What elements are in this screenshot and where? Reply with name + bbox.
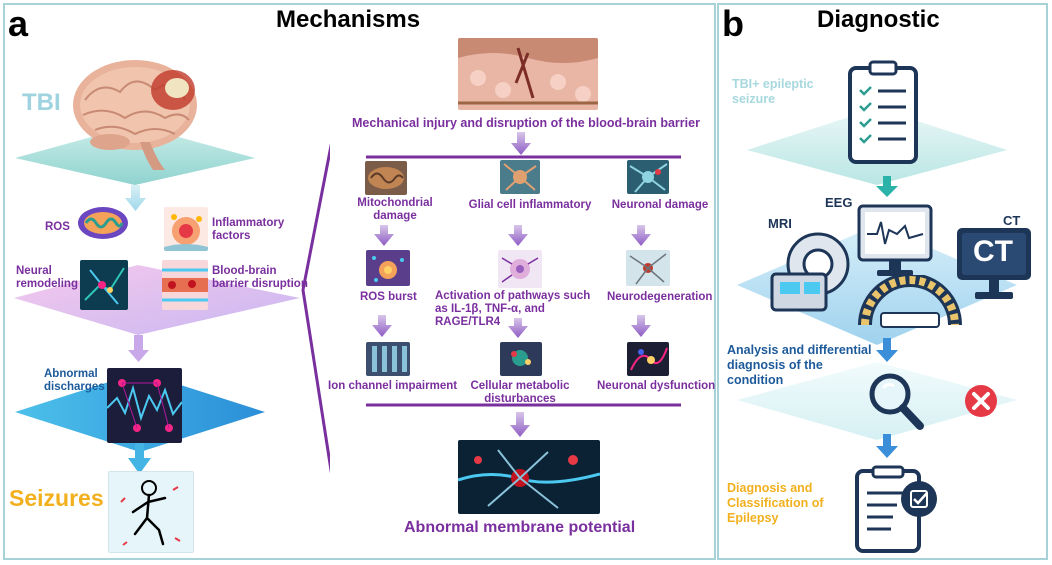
mri-scanner-icon bbox=[768, 230, 854, 320]
arrow-diag-2 bbox=[876, 338, 898, 362]
seizures-label: Seizures bbox=[9, 485, 104, 511]
clipboard-icon bbox=[848, 60, 918, 164]
arrow-c3-2 bbox=[631, 315, 651, 337]
col1-stage3-label: Ion channel impairment bbox=[328, 380, 458, 392]
col2-stage1-label: Glial cell inflammatory bbox=[468, 199, 592, 211]
col2-stage2-label: Activation of pathways such as IL-1β, TN… bbox=[435, 290, 591, 328]
arrow-membrane bbox=[510, 412, 530, 437]
mri-label: MRI bbox=[768, 216, 792, 231]
arrow-diag-1 bbox=[876, 176, 898, 197]
neural-remodeling-label: Neural remodeling bbox=[16, 265, 78, 290]
tbi-rhombus bbox=[15, 125, 255, 185]
arrow-c3-1 bbox=[631, 225, 651, 246]
col3-stage3-label: Neuronal dysfunction bbox=[597, 380, 716, 392]
panel-b-letter: b bbox=[722, 3, 744, 44]
ros-label: ROS bbox=[45, 221, 70, 233]
ct-monitor-icon bbox=[955, 226, 1033, 304]
arrow-c1-1 bbox=[374, 225, 394, 246]
membrane-potential-image bbox=[458, 440, 600, 514]
arrow-diag-3 bbox=[876, 434, 898, 458]
metabolic-disturbance-image bbox=[500, 342, 542, 376]
error-x-icon bbox=[964, 384, 998, 418]
col1-stage1-label: Mitochondrial damage bbox=[357, 197, 433, 222]
inflammatory-factors-label: Inflammatory factors bbox=[212, 217, 285, 242]
abnormal-discharges-image bbox=[107, 368, 182, 443]
diagnosis-report-icon bbox=[853, 465, 943, 555]
glial-cell-image bbox=[500, 160, 540, 194]
arrow-down-1 bbox=[125, 185, 146, 211]
arrow-down-3 bbox=[128, 440, 151, 474]
abnormal-discharges-label: Abnormal discharges bbox=[44, 368, 105, 393]
neurodegeneration-image bbox=[626, 250, 670, 286]
diagnosis-label: Diagnosis and Classification of Epilepsy bbox=[727, 481, 824, 525]
arrow-c2-2 bbox=[508, 318, 528, 338]
mechanical-injury-image bbox=[458, 38, 598, 110]
ct-screen-text: CT bbox=[973, 235, 1013, 268]
col2-stage3-label: Cellular metabolic disturbances bbox=[470, 380, 570, 405]
panel-a-title: Mechanisms bbox=[276, 6, 421, 33]
neural-remodeling-image bbox=[80, 260, 128, 310]
ros-mitochondria-image bbox=[76, 203, 130, 243]
inflammatory-factors-image bbox=[164, 207, 208, 251]
arrow-c1-2 bbox=[372, 315, 392, 337]
mechanical-injury-label: Mechanical injury and disruption of the … bbox=[352, 116, 700, 130]
ct-gantry-icon bbox=[855, 273, 965, 335]
mitochondria-damage-image bbox=[365, 161, 407, 195]
eeg-monitor-icon bbox=[857, 204, 933, 280]
tbi-label: TBI bbox=[22, 89, 61, 116]
membrane-potential-label: Abnormal membrane potential bbox=[404, 519, 636, 536]
ros-burst-image bbox=[366, 250, 410, 286]
magnifier-icon bbox=[866, 370, 924, 430]
neuronal-dysfunction-image bbox=[627, 342, 669, 376]
col3-stage2-label: Neurodegeneration bbox=[607, 291, 713, 303]
neuronal-damage-image bbox=[627, 160, 669, 194]
panel-a-frame bbox=[3, 3, 716, 560]
pathway-activation-image bbox=[498, 250, 542, 288]
analysis-label: Analysis and differential diagnosis of t… bbox=[727, 343, 872, 387]
eeg-label: EEG bbox=[825, 195, 853, 210]
panel-b-title: Diagnostic bbox=[817, 6, 940, 33]
tbi-seizure-label: TBI+ epileptic seizure bbox=[732, 77, 814, 106]
arrow-down-2 bbox=[128, 335, 149, 362]
arrow-c2-1 bbox=[508, 225, 528, 246]
arrow-mech bbox=[511, 132, 531, 155]
col3-stage1-label: Neuronal damage bbox=[611, 199, 709, 211]
panel-b-frame bbox=[717, 3, 1048, 560]
bracket-chevron bbox=[301, 143, 330, 474]
seizure-figure-image bbox=[108, 471, 194, 553]
ct-label: CT bbox=[1003, 213, 1021, 228]
brain-image bbox=[65, 50, 205, 175]
mechanism-flow-graphics bbox=[366, 132, 681, 437]
bbb-disruption-label: Blood-brain barrier disruption bbox=[212, 265, 308, 290]
col1-stage2-label: ROS burst bbox=[360, 291, 417, 303]
ion-channel-image bbox=[366, 342, 410, 376]
panel-a-letter: a bbox=[8, 3, 29, 44]
bbb-disruption-image bbox=[162, 260, 208, 310]
